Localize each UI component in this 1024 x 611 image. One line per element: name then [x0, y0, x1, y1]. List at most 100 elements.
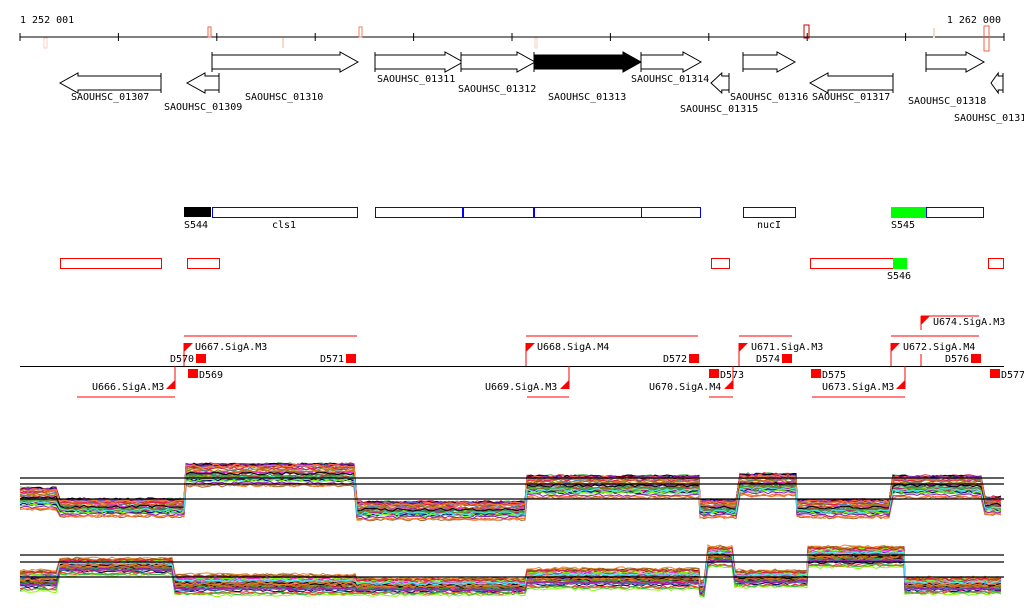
feature-nucI[interactable]: [743, 207, 796, 218]
feature-S546[interactable]: [893, 258, 907, 269]
promoter-label[interactable]: U674.SigA.M3: [933, 317, 1005, 328]
promoter-label[interactable]: U670.SigA.M4: [649, 382, 721, 393]
gene-arrow[interactable]: [710, 71, 730, 95]
gene-arrow[interactable]: [58, 72, 162, 94]
promoter-flag-icon: [739, 343, 748, 352]
terminator-label[interactable]: D577: [1001, 370, 1024, 381]
gene-label: SAOUHSC_01318: [908, 96, 986, 107]
terminator-icon: [689, 354, 699, 363]
expression-trace: [19, 550, 1002, 586]
gene-arrow[interactable]: [640, 51, 703, 73]
expression-trace: [19, 462, 1002, 505]
promoter-label[interactable]: U669.SigA.M3: [485, 382, 557, 393]
gene-SAOUHSC_01307[interactable]: [58, 72, 162, 94]
feature-box[interactable]: [810, 258, 894, 269]
gene-SAOUHSC_01314[interactable]: [640, 51, 703, 73]
gene-SAOUHSC_01317[interactable]: [808, 72, 894, 94]
gene-arrow[interactable]: [185, 72, 220, 94]
gene-arrow[interactable]: [808, 72, 894, 94]
promoter-label[interactable]: U672.SigA.M4: [903, 342, 975, 353]
expression-trace: [19, 462, 1002, 505]
terminator-label[interactable]: D576: [945, 354, 969, 365]
ruler-end-label: 1 262 000: [947, 15, 1001, 26]
promoter-flag-icon: [526, 343, 535, 352]
gene-arrow[interactable]: [990, 71, 1004, 95]
feature-cls1[interactable]: [212, 207, 358, 218]
feature-box[interactable]: [534, 207, 642, 218]
gene-label: SAOUHSC_0131: [954, 113, 1024, 124]
feature-label-S545: S545: [891, 220, 915, 231]
promoter-flag-icon: [896, 380, 905, 389]
promoter-flag-icon: [560, 380, 569, 389]
gene-arrow[interactable]: [925, 51, 986, 73]
trace-panel-2: [19, 544, 1004, 598]
sigma-sites: U667.SigA.M3 U668.SigA.M4 U671.SigA.M3 U672…: [77, 315, 1024, 398]
gene-SAOUHSC_01313[interactable]: [533, 51, 643, 73]
expression-trace: [19, 562, 1002, 597]
terminator-icon: [346, 354, 356, 363]
marker: [933, 28, 935, 38]
terminator-label[interactable]: D572: [663, 354, 687, 365]
feature-box[interactable]: [375, 207, 463, 218]
promoter-flag-icon: [166, 380, 175, 389]
gene-label: SAOUHSC_01311: [377, 74, 455, 85]
expression-trace: [19, 464, 1002, 507]
feature-S545[interactable]: [891, 207, 926, 218]
marker: [803, 24, 810, 39]
promoter-label[interactable]: U668.SigA.M4: [537, 342, 609, 353]
feature-box[interactable]: [711, 258, 730, 269]
promoter-label[interactable]: U666.SigA.M3: [92, 382, 164, 393]
feature-box[interactable]: [187, 258, 220, 269]
terminator-icon: [196, 354, 206, 363]
marker: [358, 26, 363, 38]
promoter-flag-icon: [724, 380, 733, 389]
feature-label-cls1: cls1: [272, 220, 296, 231]
gene-label: SAOUHSC_01310: [245, 92, 323, 103]
marker: [207, 26, 212, 38]
gene-SAOUHSC_01316[interactable]: [742, 51, 797, 73]
terminator-icon: [990, 369, 1000, 378]
promoter-label[interactable]: U673.SigA.M3: [822, 382, 894, 393]
terminator-label[interactable]: D571: [320, 354, 344, 365]
gene-arrow[interactable]: [460, 51, 537, 73]
promoter-flag-icon: [921, 316, 930, 325]
gene-SAOUHSC_01309[interactable]: [185, 72, 220, 94]
feature-box[interactable]: [988, 258, 1004, 269]
expression-trace: [19, 545, 1002, 582]
gene-SAOUHSC_01318[interactable]: [925, 51, 986, 73]
feature-box[interactable]: [641, 207, 701, 218]
gene-arrow[interactable]: [533, 51, 643, 73]
gene-label: SAOUHSC_01313: [548, 92, 626, 103]
promoter-flag-icon: [891, 343, 900, 352]
gene-SAOUHSC_01310[interactable]: [211, 51, 360, 73]
gene-arrow[interactable]: [374, 51, 465, 73]
terminator-label[interactable]: D573: [720, 370, 744, 381]
feature-box[interactable]: [60, 258, 162, 269]
terminator-label[interactable]: D574: [756, 354, 780, 365]
gene-label: SAOUHSC_01312: [458, 84, 536, 95]
gene-label: SAOUHSC_01314: [631, 74, 709, 85]
gene-arrow[interactable]: [211, 51, 360, 73]
feature-track-plus: S544 cls1 nucI S545: [184, 207, 984, 231]
gene-label: SAOUHSC_01315: [680, 104, 758, 115]
expression-trace: [19, 559, 1002, 594]
terminator-label[interactable]: D569: [199, 370, 223, 381]
gene-SAOUHSC_01312[interactable]: [460, 51, 537, 73]
terminator-label[interactable]: D570: [170, 354, 194, 365]
gene-label: SAOUHSC_01309: [164, 102, 242, 113]
feature-label-nucI: nucI: [757, 220, 781, 231]
promoter-label[interactable]: U667.SigA.M3: [195, 342, 267, 353]
marker: [983, 25, 990, 52]
feature-S544[interactable]: [184, 207, 211, 217]
promoter-label[interactable]: U671.SigA.M3: [751, 342, 823, 353]
gene-arrow[interactable]: [742, 51, 797, 73]
feature-box[interactable]: [463, 207, 534, 218]
gene-SAOUHSC_01315[interactable]: [710, 71, 730, 95]
ruler: 1 252 001 1 262 000: [19, 15, 1005, 52]
marker: [43, 37, 48, 49]
feature-box[interactable]: [926, 207, 984, 218]
gene-SAOUHSC_01311[interactable]: [374, 51, 465, 73]
terminator-label[interactable]: D575: [822, 370, 846, 381]
gene-SAOUHSC_0131[interactable]: [990, 71, 1004, 95]
